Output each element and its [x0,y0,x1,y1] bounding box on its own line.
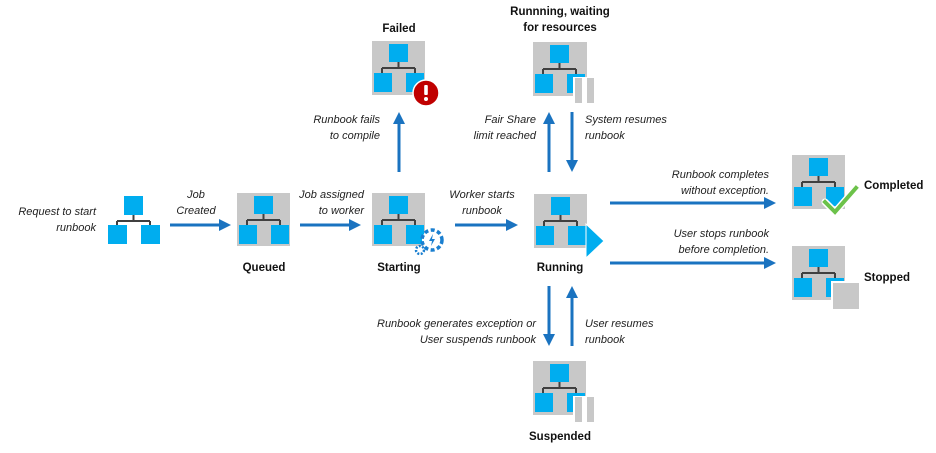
label-line: Worker starts [449,189,515,201]
start-label-line: Request to start [18,206,96,218]
arrow-fair-share [543,112,555,172]
arrow-worker-starts [455,219,518,231]
state-label-starting: Starting [368,260,430,276]
running-node-icon [534,194,587,248]
label-line: Job assigned [299,189,364,201]
queued-node-icon [237,193,290,246]
arrow-system-resumes [566,112,578,172]
starting-node-icon [372,193,425,246]
state-label: Runnning, waiting [510,6,610,18]
state-label: Running [536,262,584,274]
state-label-waiting: Runnning, waiting for resources [490,4,630,36]
state-label: Queued [242,262,286,274]
label-completes: Runbook completes without exception. [672,167,769,199]
state-label: Starting [377,262,421,274]
arrow-user-stops [610,257,776,269]
label-line: Job [187,189,205,201]
checkmark-icon [821,184,860,216]
label-line: runbook [585,334,625,346]
state-label: for resources [523,22,597,34]
label-fair-share: Fair Share limit reached [474,112,536,144]
gear-icon [414,228,444,256]
error-icon [412,79,440,107]
label-line: without exception. [680,185,769,197]
play-icon [585,222,605,260]
label-user-resumes: User resumes runbook [585,316,653,348]
label-job-created: Job Created [166,187,226,219]
label-line: to compile [329,130,380,142]
state-label-queued: Queued [233,260,295,276]
label-system-resumes: System resumes runbook [585,112,667,144]
pause-icon [573,77,596,104]
arrow-fails-compile [393,112,405,172]
arrow-completes [610,197,776,209]
label-line: runbook [462,205,502,217]
label-line: User suspends runbook [419,334,536,346]
state-label-completed: Completed [864,178,923,194]
label-worker-starts: Worker starts runbook [442,187,522,219]
start-label: Request to start runbook [18,204,96,236]
stop-icon [831,281,861,311]
pause-icon [573,396,596,423]
arrow-job-assigned [300,219,361,231]
label-line: User stops runbook [673,228,769,240]
label-line: limit reached [473,130,536,142]
state-label-stopped: Stopped [864,270,910,286]
start-runbook-icon [108,196,160,244]
label-user-stops: User stops runbook before completion. [674,226,769,258]
label-line: Fair Share [484,114,536,126]
arrow-suspends [543,286,555,346]
state-label: Suspended [529,431,591,443]
label-line: runbook [585,130,625,142]
label-line: to worker [318,205,364,217]
label-line: System resumes [585,114,667,126]
label-job-assigned: Job assigned to worker [299,187,364,219]
state-label: Completed [864,180,924,192]
state-label-suspended: Suspended [515,429,605,445]
label-line: Runbook fails [313,114,380,126]
state-label-running: Running [520,260,600,276]
start-label-line: runbook [56,222,96,234]
label-suspends: Runbook generates exception or User susp… [377,316,536,348]
arrow-job-created [170,219,231,231]
label-line: Created [176,205,216,217]
label-line: before completion. [678,244,770,256]
state-label-failed: Failed [368,21,430,37]
completed-node-icon [792,155,845,209]
label-line: Runbook completes [671,169,769,181]
label-line: Runbook generates exception or [377,318,536,330]
state-label: Failed [382,23,416,35]
state-label: Stopped [864,272,910,284]
arrow-user-resumes [566,286,578,346]
label-fails-compile: Runbook fails to compile [313,112,380,144]
label-line: User resumes [585,318,654,330]
